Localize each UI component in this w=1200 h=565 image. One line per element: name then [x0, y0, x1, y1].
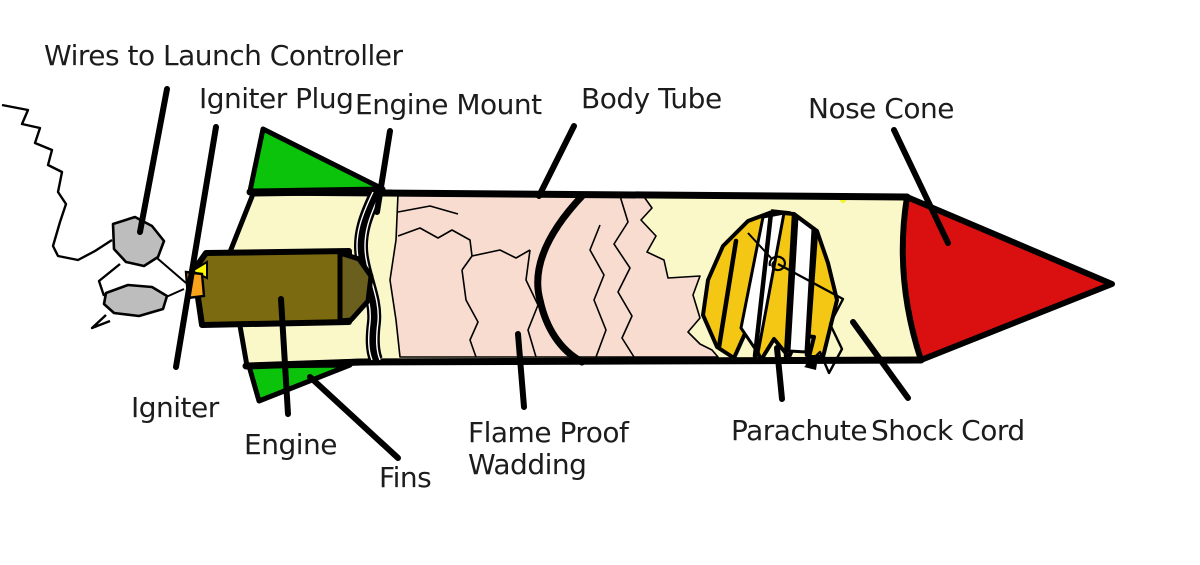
label-body-tube: Body Tube — [581, 82, 722, 115]
leader-lines — [137, 86, 951, 461]
parachute-shape — [701, 210, 839, 362]
alligator-clips — [102, 215, 169, 318]
label-igniter-plug: Igniter Plug — [199, 82, 354, 115]
wadding-crack-lines — [397, 195, 635, 358]
shroud-line — [747, 232, 773, 260]
wire-line — [90, 314, 111, 330]
top-fin-shape — [247, 126, 386, 194]
wire-line — [97, 263, 121, 297]
parachute-leader-line — [774, 345, 785, 402]
label-nose-cone: Nose Cone — [808, 92, 954, 125]
body-tube-top-border — [246, 188, 911, 201]
fins-shapes — [246, 126, 386, 404]
label-igniter: Igniter — [131, 391, 219, 424]
shock-cord-line — [777, 262, 845, 375]
nose-cone-leader-line — [891, 127, 951, 246]
label-engine: Engine — [244, 428, 337, 461]
wire-line — [1, 103, 113, 262]
igniter-leader-line — [173, 124, 219, 370]
shock-cord-arrowhead — [804, 357, 818, 370]
label-engine-mount: Engine Mount — [355, 88, 542, 121]
label-fins: Fins — [379, 461, 432, 494]
shock-cord-leader-line — [850, 319, 911, 401]
label-parachute: Parachute — [731, 414, 868, 447]
parachute-fold-lines — [716, 210, 819, 359]
wires-leader-line — [137, 86, 170, 235]
wadding-leader-line — [515, 331, 527, 410]
wadding-region — [389, 193, 719, 358]
label-flame-proof-wadding: Flame Proof Wadding — [468, 416, 629, 481]
nose-cone-shape — [899, 194, 1115, 363]
engine-mount-highlight — [364, 191, 382, 361]
engine-mount-leader-line — [374, 128, 393, 215]
shock-cord-shape — [768, 255, 845, 375]
engine-shape — [191, 248, 374, 328]
label-flame-proof-line1: Flame Proof — [468, 416, 629, 449]
wadding-fold-curve — [534, 191, 587, 366]
bottom-fin-shape — [246, 362, 353, 404]
label-flame-proof-line2: Wadding — [468, 448, 587, 481]
label-wires-to-launch-controller: Wires to Launch Controller — [44, 39, 403, 72]
body-tube-leader-line — [536, 123, 577, 199]
engine-leader-line — [278, 296, 291, 417]
engine-body — [191, 248, 352, 328]
clip-shape — [102, 283, 169, 318]
shock-cord-loop — [768, 255, 786, 272]
engine-nozzle-cap — [337, 250, 374, 324]
label-shock-cord: Shock Cord — [871, 414, 1025, 447]
fins-leader-line — [307, 374, 401, 461]
